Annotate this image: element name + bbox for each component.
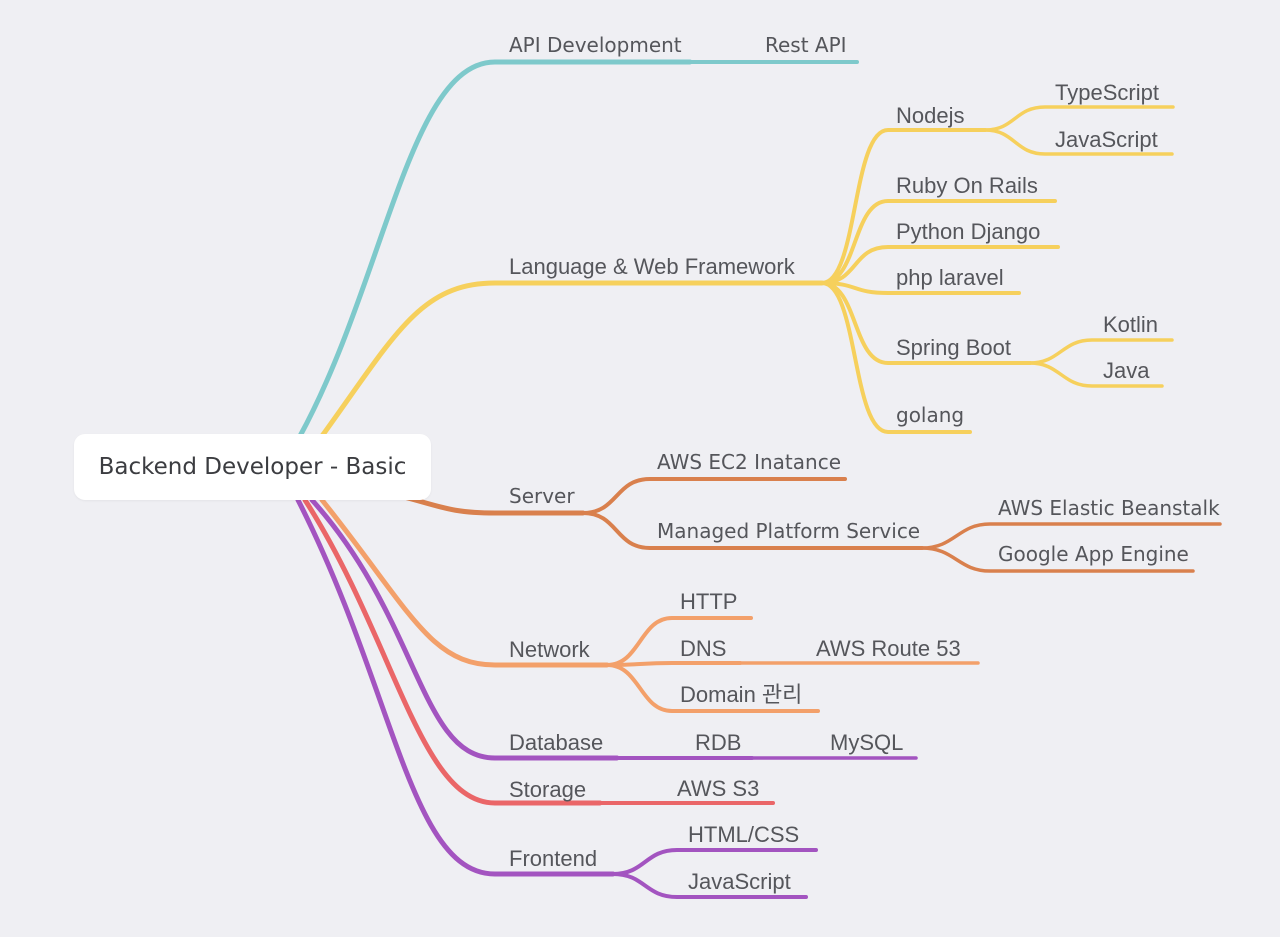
edge-language-golang [820,281,972,434]
edge-root-language [319,280,825,439]
node-language-framework[interactable]: Language & Web Framework [509,254,796,279]
node-html-css[interactable]: HTML/CSS [688,822,799,847]
edge-managed-appengine [920,546,1195,573]
edge-frontend-javascript [611,872,808,899]
branch-network [319,497,980,713]
node-http[interactable]: HTTP [680,589,737,614]
node-labels: API Development Rest API Language & Web … [509,33,1220,894]
node-rdb[interactable]: RDB [695,730,741,755]
edge-root-frontend [295,497,616,877]
node-aws-s3[interactable]: AWS S3 [677,776,759,801]
edge-language-laravel [820,281,1021,295]
root-node[interactable]: Backend Developer - Basic [74,434,431,500]
node-php-laravel[interactable]: php laravel [896,265,1004,290]
edge-network-domain [605,663,820,713]
node-mysql[interactable]: MySQL [830,730,903,755]
node-network[interactable]: Network [509,637,591,662]
node-nodejs[interactable]: Nodejs [896,103,964,128]
branch-api-development [297,59,859,439]
edge-root-api [297,59,693,439]
edge-root-storage [302,497,603,806]
edge-network-http [605,616,753,667]
node-managed-platform[interactable]: Managed Platform Service [657,519,920,543]
node-javascript-frontend[interactable]: JavaScript [688,869,791,894]
node-frontend[interactable]: Frontend [509,846,597,871]
node-python-django[interactable]: Python Django [896,219,1040,244]
root-node-label: Backend Developer - Basic [98,454,407,480]
edge-server-managed [581,511,924,550]
edge-language-nodejs [820,128,987,285]
branch-storage [302,497,775,806]
node-dns[interactable]: DNS [680,636,726,661]
branch-language-framework [319,105,1175,439]
edge-spring-kotlin [1028,338,1174,365]
branch-database [309,497,918,761]
node-aws-beanstalk[interactable]: AWS Elastic Beanstalk [998,496,1220,520]
node-spring-boot[interactable]: Spring Boot [896,335,1011,360]
node-java[interactable]: Java [1103,358,1150,383]
edge-nodejs-typescript [983,105,1175,132]
node-rest-api[interactable]: Rest API [765,33,847,57]
node-api-development[interactable]: API Development [509,33,682,57]
node-aws-route53[interactable]: AWS Route 53 [816,636,961,661]
edge-managed-beanstalk [920,522,1222,550]
edge-root-database [309,497,620,761]
edge-network-dns [605,661,742,667]
node-golang[interactable]: golang [896,403,964,427]
node-typescript[interactable]: TypeScript [1055,80,1159,105]
edge-language-ruby [820,199,1057,285]
node-ruby-on-rails[interactable]: Ruby On Rails [896,173,1038,198]
node-kotlin[interactable]: Kotlin [1103,312,1158,337]
branch-frontend [295,497,818,899]
node-server[interactable]: Server [509,484,575,508]
node-database[interactable]: Database [509,730,603,755]
node-javascript-node[interactable]: JavaScript [1055,127,1158,152]
edge-spring-java [1028,361,1164,388]
edge-server-ec2 [581,477,847,515]
node-storage[interactable]: Storage [509,777,586,802]
edge-root-network [319,497,610,668]
edge-nodejs-javascript [983,128,1174,156]
node-domain[interactable]: Domain 관리 [680,682,802,707]
node-aws-ec2[interactable]: AWS EC2 Inatance [657,450,841,474]
node-google-app-engine[interactable]: Google App Engine [998,542,1189,566]
